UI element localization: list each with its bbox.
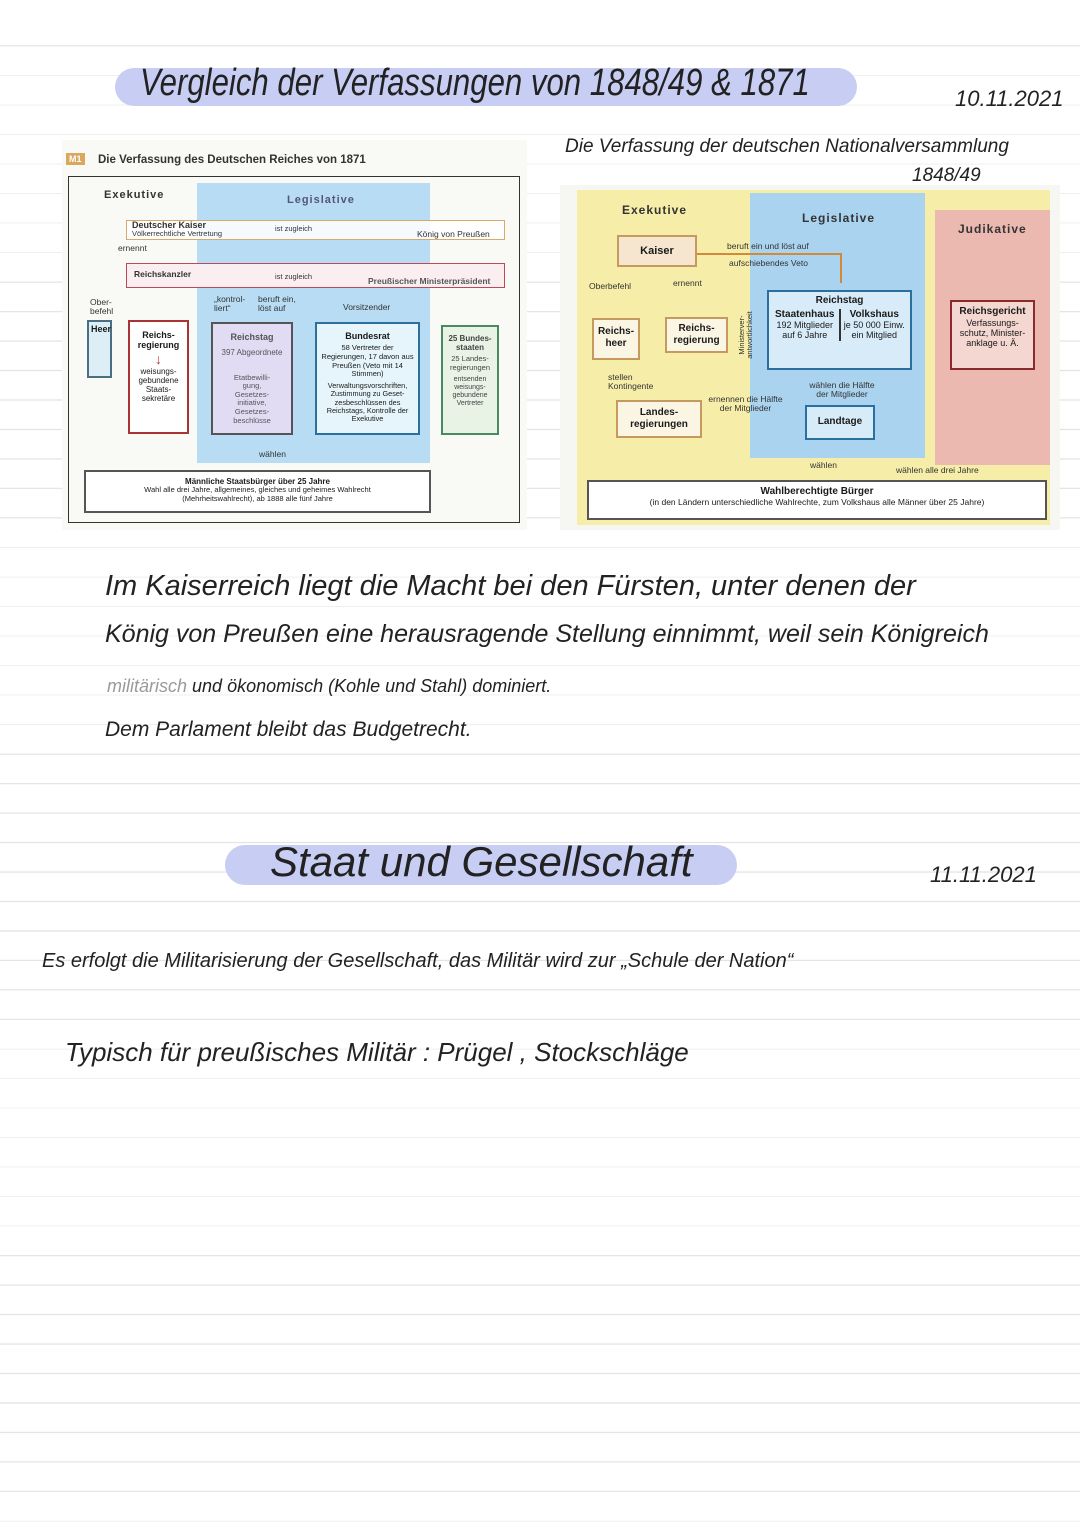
reichsgericht-sub: Verfassungs-schutz, Minister-anklage u. … — [959, 317, 1026, 349]
arrow-line — [840, 253, 842, 283]
entsenden-label: entsenden weisungs-gebundene Vertreter — [452, 375, 488, 407]
reichsgericht-label: Reichsgericht — [959, 306, 1026, 317]
kaiser-label: Deutscher Kaiser — [132, 220, 207, 230]
ernennt-label: ernennt — [673, 278, 702, 288]
legislative-label: Legislative — [287, 194, 355, 206]
paragraph-line-1: Im Kaiserreich liegt die Macht bei den F… — [105, 570, 916, 602]
buerger-sub: Wahl alle drei Jahre, allgemeines, gleic… — [144, 485, 371, 503]
reichsregierung-label: Reichs-regierung — [137, 330, 180, 351]
reichsregierung-box: Reichs-regierung — [665, 317, 728, 353]
paragraph-line-3: militärisch und ökonomisch (Kohle und St… — [107, 676, 551, 697]
bundesrat-members: 58 Vertreter der Regierungen, 17 davon a… — [321, 343, 414, 379]
landtage-box: Landtage — [805, 405, 875, 440]
beruft-label: beruft ein, löst auf — [258, 294, 296, 314]
title-highlight — [115, 68, 857, 106]
exekutive-label: Exekutive — [622, 203, 688, 217]
buerger-label: Männliche Staatsbürger über 25 Jahre — [185, 477, 330, 486]
paragraph-line-2: König von Preußen eine herausragende Ste… — [105, 620, 989, 648]
reichsgericht-box: Reichsgericht Verfassungs-schutz, Minist… — [950, 300, 1035, 370]
diagram-1871: M1 Die Verfassung des Deutschen Reiches … — [62, 140, 527, 530]
line3-rest: und ökonomisch (Kohle und Stahl) dominie… — [192, 676, 552, 696]
bundesrat-label: Bundesrat — [345, 331, 390, 341]
reichsregierung-box: Reichs-regierung ↓ weisungs-gebundene St… — [128, 320, 189, 434]
bundesrat-box: Bundesrat 58 Vertreter der Regierungen, … — [315, 322, 420, 435]
bundesrat-tasks: Verwaltungsvorschriften, Zustimmung zu G… — [326, 380, 409, 424]
staatssekretaere-label: weisungs-gebundene Staats-sekretäre — [138, 366, 179, 404]
waehlen-label: wählen — [259, 449, 286, 459]
diagram-1849-caption: Die Verfassung der deutschen Nationalver… — [565, 136, 1009, 157]
buerger-sub: (in den Ländern unterschiedliche Wahlrec… — [649, 496, 985, 507]
kontrolliert-label: „kontrol-liert“ — [214, 294, 246, 314]
gray-word: militärisch — [107, 676, 188, 696]
buerger-label: Wahlberechtigte Bürger — [760, 486, 874, 497]
page-title: Vergleich der Verfassungen von 1848/49 &… — [140, 62, 810, 104]
diagram-title: Die Verfassung des Deutschen Reiches von… — [98, 154, 366, 166]
m1-badge: M1 — [66, 153, 85, 165]
arrow-line — [697, 253, 842, 255]
ministerpraesident-label: Preußischer Ministerpräsident — [368, 276, 491, 286]
veto-label: aufschiebendes Veto — [729, 258, 808, 268]
koenig-label: König von Preußen — [417, 229, 490, 239]
judikative-label: Judikative — [958, 222, 1027, 236]
text-line-1: Es erfolgt die Militarisierung der Gesel… — [42, 950, 794, 972]
kontingente-label: stellen Kontingente — [608, 372, 654, 392]
heer-box: Heer — [87, 320, 112, 378]
exekutive-label: Exekutive — [104, 189, 165, 201]
volkshaus-label: Volkshaus — [849, 308, 899, 320]
staatenhaus-label: Staatenhaus — [775, 308, 835, 320]
section-title: Staat und Gesellschaft — [270, 838, 693, 885]
oberbefehl-label: Ober-befehl — [90, 297, 114, 317]
landesregierungen-label: 25 Landes-regierungen — [449, 354, 491, 372]
buerger-box: Wahlberechtigte Bürger (in den Ländern u… — [587, 480, 1047, 520]
reichstag-label: Reichstag — [815, 295, 864, 306]
oberbefehl-label: Oberbefehl — [589, 281, 632, 291]
bundesstaaten-label: 25 Bundes-staaten — [448, 334, 492, 353]
kanzler-box — [126, 263, 505, 288]
diagram-1849-year: 1848/49 — [912, 165, 981, 186]
waehlen-drei-label: wählen alle drei Jahre — [896, 465, 979, 475]
buerger-box: Männliche Staatsbürger über 25 Jahre Wah… — [84, 470, 431, 513]
title-highlight-2 — [225, 845, 737, 885]
arrow-down-icon: ↓ — [155, 350, 162, 367]
reichstag-box: Reichstag 397 Abgeordnete Etatbewilli-gu… — [211, 322, 293, 435]
waehlen-haelfte-label: wählen die Hälfte der Mitglieder — [809, 380, 875, 400]
bundesstaaten-box: 25 Bundes-staaten 25 Landes-regierungen … — [441, 325, 499, 435]
ernennen-label: ernennen die Hälfte der Mitglieder — [708, 394, 783, 414]
volkshaus-sub: je 50 000 Einw. ein Mitglied — [843, 320, 905, 341]
reichstag-tasks: Etatbewilli-gung, Gesetzes-initiative, G… — [233, 372, 271, 425]
kaiser-box: Kaiser — [617, 235, 697, 267]
landesregierungen-box: Landes-regierungen — [616, 400, 702, 438]
diagram-frame — [68, 176, 520, 523]
beruft-label: beruft ein und löst auf — [727, 241, 809, 251]
ist-zugleich: ist zugleich — [275, 224, 313, 233]
kaiser-sub: Völkerrechtliche Vertretung — [132, 229, 223, 238]
vorsitzender-label: Vorsitzender — [343, 302, 391, 312]
reichstag-count: 397 Abgeordnete — [221, 348, 283, 358]
staatenhaus-sub: 192 Mitglieder auf 6 Jahre — [776, 320, 834, 341]
date-2: 11.11.2021 — [930, 862, 1037, 887]
legislative-label: Legislative — [802, 211, 876, 225]
kaiser-box — [126, 220, 505, 240]
waehlen-label: wählen — [810, 460, 837, 470]
kanzler-label: Reichskanzler — [134, 269, 192, 279]
reichsheer-box: Reichs-heer — [592, 318, 640, 360]
text-line-2: Typisch für preußisches Militär : Prügel… — [65, 1037, 689, 1067]
ministerverantwortlichkeit-label: Ministerver-antwortlichkeit — [737, 311, 755, 359]
ernennt-label: ernennt — [118, 243, 147, 253]
ist-zugleich: ist zugleich — [275, 272, 313, 281]
date: 10.11.2021 — [955, 86, 1064, 111]
paragraph-line-4: Dem Parlament bleibt das Budgetrecht. — [105, 718, 472, 741]
reichstag-label: Reichstag — [230, 332, 274, 342]
diagram-1849: Exekutive Legislative Judikative Kaiser … — [560, 185, 1060, 530]
